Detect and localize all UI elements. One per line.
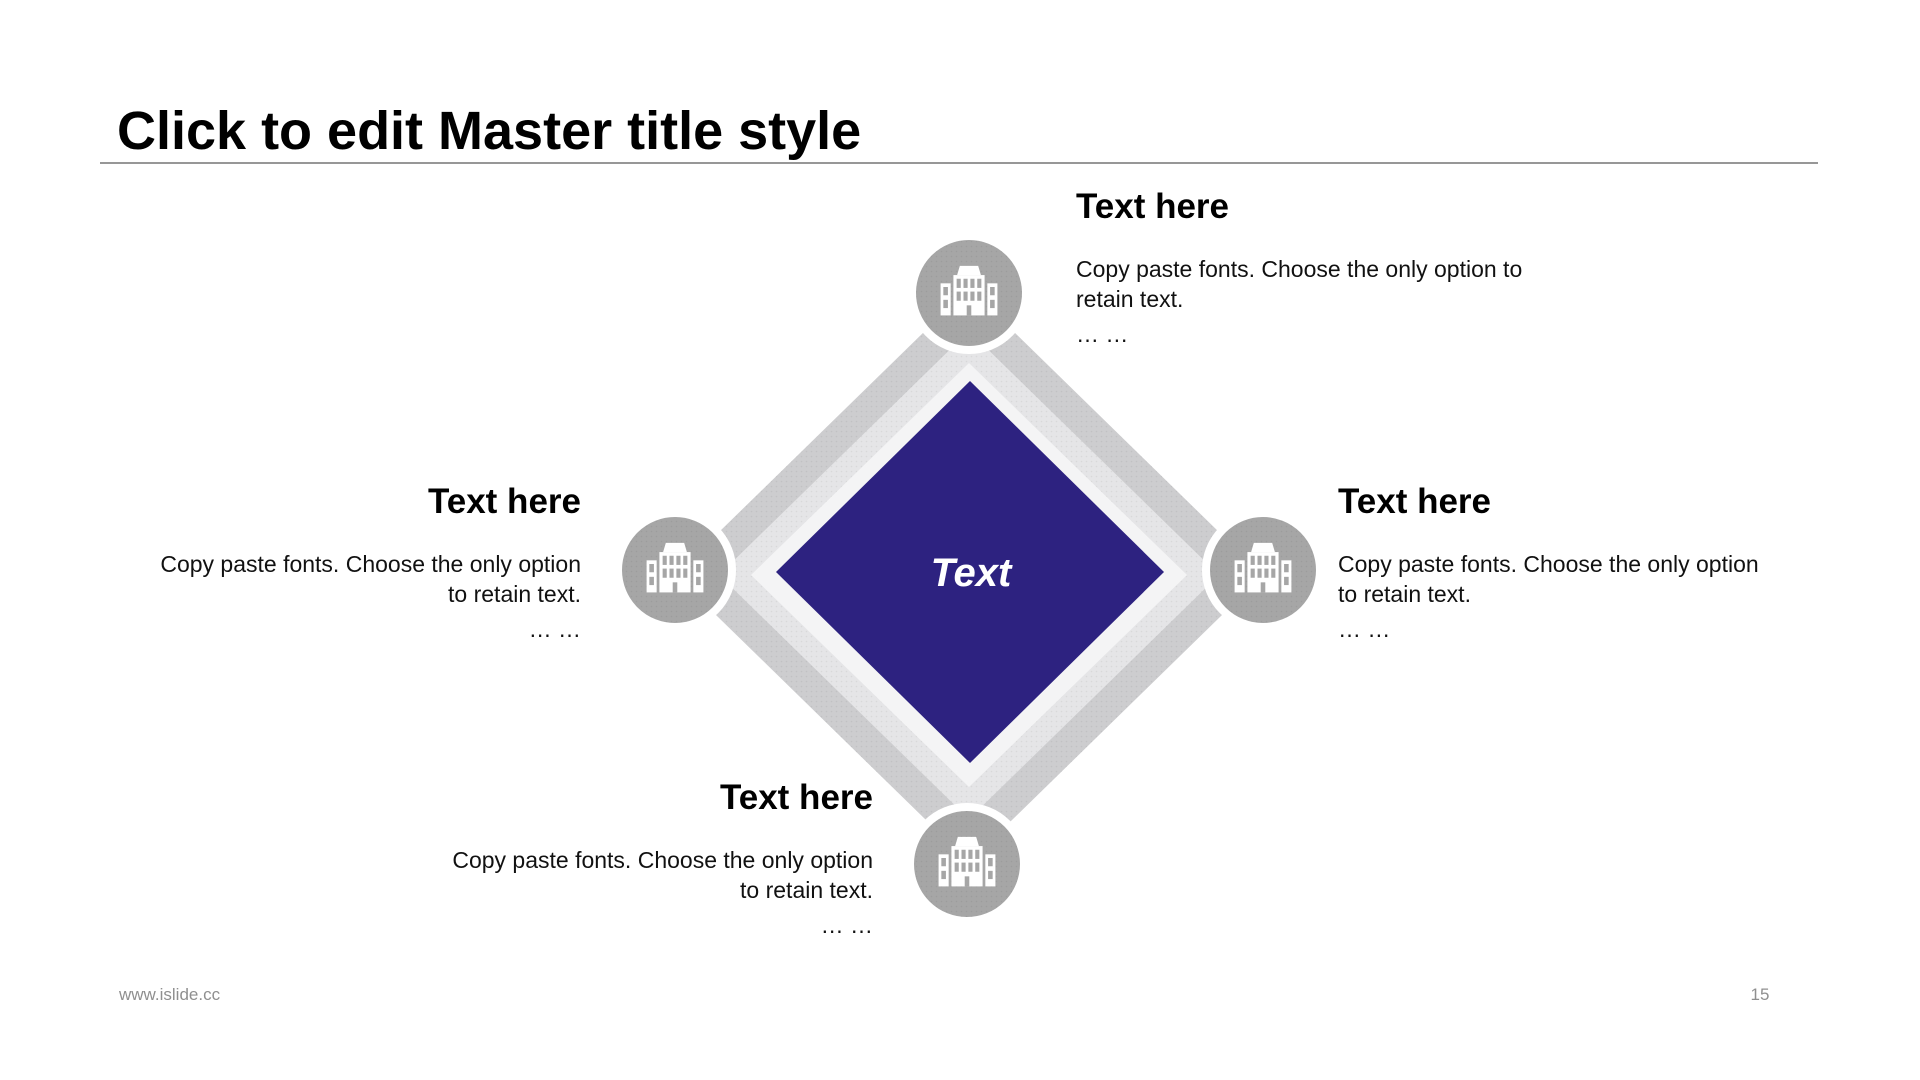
text-block-heading: Text here — [1076, 187, 1230, 226]
text-block-bottom: Text here Copy paste fonts. Choose the o… — [433, 777, 873, 940]
center-diamond — [776, 381, 1164, 763]
text-block-left: Text here Copy paste fonts. Choose the o… — [141, 481, 581, 644]
title-underline — [100, 162, 1818, 164]
text-block-body: Copy paste fonts. Choose the only option… — [1338, 551, 1759, 607]
node-top — [908, 232, 1030, 354]
text-block-dots: … … — [1338, 616, 1391, 642]
node-bottom — [906, 803, 1028, 925]
text-block-top: Text here Copy paste fonts. Choose the o… — [1076, 186, 1581, 349]
text-block-dots: … … — [528, 616, 581, 642]
node-right — [1202, 509, 1324, 631]
node-left — [614, 509, 736, 631]
text-block-body: Copy paste fonts. Choose the only option… — [160, 551, 581, 607]
text-block-body: Copy paste fonts. Choose the only option… — [452, 847, 873, 903]
text-block-dots: … … — [820, 912, 873, 938]
text-block-dots: … … — [1076, 321, 1129, 347]
text-block-right: Text here Copy paste fonts. Choose the o… — [1338, 481, 1778, 644]
slide-title: Click to edit Master title style — [117, 101, 862, 161]
diamond-center-label: Text — [930, 551, 1012, 595]
text-block-heading: Text here — [1338, 482, 1492, 521]
footer-page-number: 15 — [1750, 985, 1770, 1004]
text-block-heading: Text here — [719, 778, 873, 817]
text-block-body: Copy paste fonts. Choose the only option… — [1076, 256, 1523, 312]
footer-website: www.islide.cc — [119, 985, 221, 1004]
text-block-heading: Text here — [427, 482, 581, 521]
